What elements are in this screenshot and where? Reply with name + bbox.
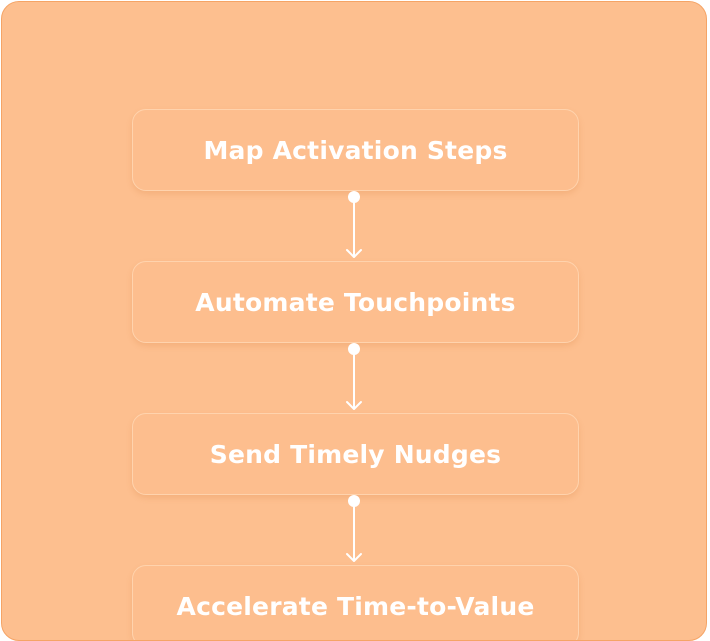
step-accelerate-time-to-value: Accelerate Time-to-Value xyxy=(132,565,579,640)
step-automate-touchpoints: Automate Touchpoints xyxy=(132,261,579,343)
step-send-timely-nudges: Send Timely Nudges xyxy=(132,413,579,495)
step-label: Send Timely Nudges xyxy=(209,439,502,469)
step-label: Map Activation Steps xyxy=(203,135,508,165)
step-map-activation-steps: Map Activation Steps xyxy=(132,109,579,191)
step-label: Automate Touchpoints xyxy=(195,287,516,317)
step-label: Accelerate Time-to-Value xyxy=(176,591,535,621)
